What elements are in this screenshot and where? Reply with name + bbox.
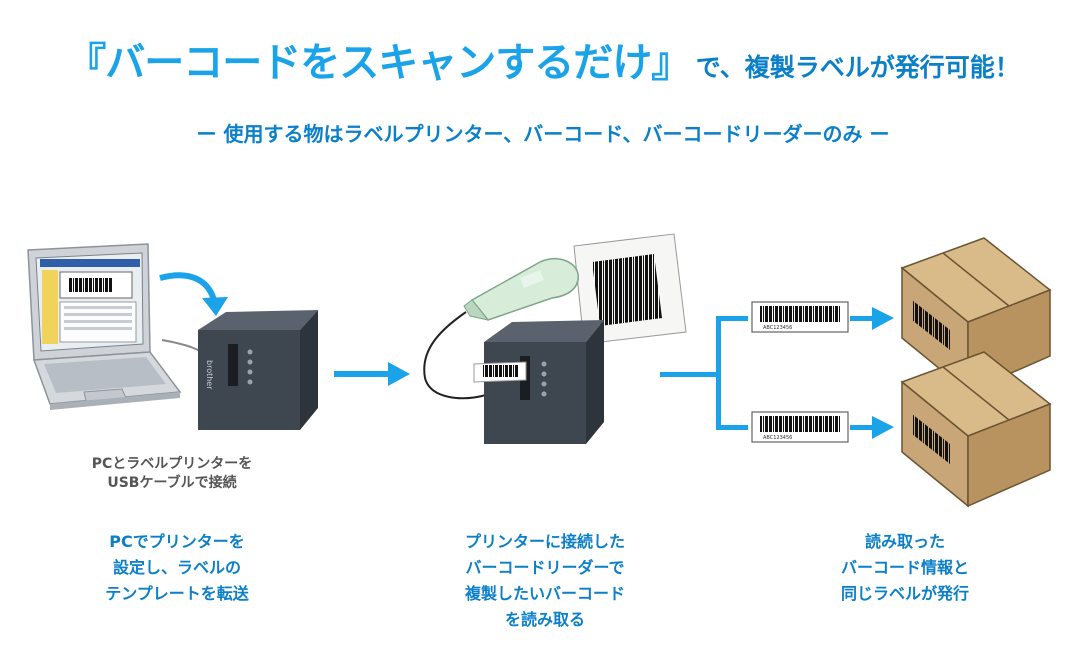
barcode-number-text: ABC123456 (763, 435, 792, 441)
arrow-right-icon (334, 362, 410, 386)
barcode-number-text: ABC123456 (763, 325, 792, 331)
page-subtitle: ー 使用する物はラベルプリンター、バーコード、バーコードリーダーのみ ー (196, 122, 890, 146)
step-2-description: プリンターに接続した バーコードリーダーで 複製したいバーコード を読み取る (420, 529, 670, 633)
step-line: プリンターに接続した (464, 532, 625, 551)
step-line: 読み取った (864, 532, 945, 551)
printer-brand-text: brother (205, 360, 214, 390)
step-line: バーコード情報と (840, 558, 969, 577)
step-line: 同じラベルが発行 (840, 584, 969, 603)
connection-caption: PCとラベルプリンターを USBケーブルで接続 (62, 455, 282, 493)
title-rest: で、複製ラベルが発行可能！ (695, 53, 1020, 82)
curved-arrow-head-icon (202, 297, 228, 316)
barcode-label-top-icon: ABC123456 (751, 301, 849, 333)
label-printer-with-reader-icon (473, 320, 604, 444)
label-printer-icon: brother (198, 310, 318, 430)
barcode-label-bottom-icon: ABC123456 (751, 411, 849, 443)
title-main: 『バーコードをスキャンするだけ』 (66, 40, 691, 86)
step-line: テンプレートを転送 (105, 584, 249, 603)
step-line: PCでプリンターを (109, 532, 245, 551)
step-line: 設定し、ラベルの (112, 558, 241, 577)
connection-caption-line: PCとラベルプリンターを (91, 456, 253, 472)
step-1-description: PCでプリンターを 設定し、ラベルの テンプレートを転送 (62, 529, 292, 607)
step-line: を読み取る (504, 610, 585, 629)
connection-caption-line: USBケーブルで接続 (107, 475, 237, 491)
barcode-sheet-icon (573, 233, 687, 345)
branch-arrows-icon (660, 307, 894, 439)
page-title: 『バーコードをスキャンするだけ』 で、複製ラベルが発行可能！ (0, 30, 1086, 88)
step-3-description: 読み取った バーコード情報と 同じラベルが発行 (790, 529, 1020, 607)
step-line: 複製したいバーコード (464, 584, 625, 603)
curved-arrow-icon (159, 272, 217, 302)
laptop-icon (27, 243, 182, 410)
cardboard-box-bottom-icon (900, 351, 1052, 508)
step-line: バーコードリーダーで (465, 558, 625, 577)
barcode-reader-icon (463, 258, 579, 321)
